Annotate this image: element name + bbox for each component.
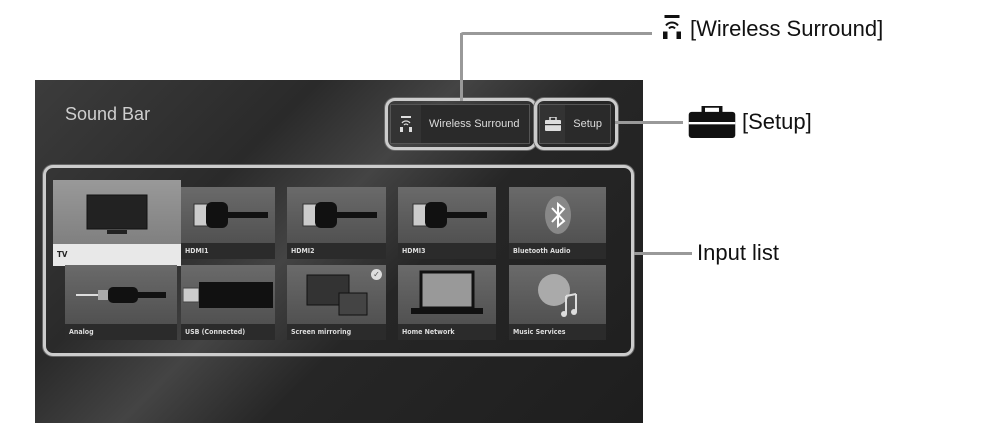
toolbox-icon [688,104,736,138]
input-tile-screen-mirroring[interactable]: Screen mirroring ✓ [287,265,386,340]
input-tile-tv[interactable]: TV [53,180,181,266]
setup-label: Setup [565,105,610,143]
wireless-callout-line [460,33,463,101]
app-title: Sound Bar [65,104,151,124]
analog-jack-icon [65,265,177,324]
tv-icon [53,180,181,250]
screen-mirroring-icon [287,265,386,324]
input-tile-music-services[interactable]: Music Services [509,265,606,340]
input-tile-analog[interactable]: Analog [65,265,177,340]
input-tile-bluetooth-audio[interactable]: Bluetooth Audio [509,187,606,259]
input-label: HDMI2 [287,243,386,259]
input-label: Screen mirroring [287,324,386,340]
wireless-surround-label: Wireless Surround [421,105,529,143]
toolbox-icon [540,105,566,143]
input-label: HDMI3 [398,243,496,259]
input-list-frame [43,165,634,356]
setup-callout-label: [Setup] [742,109,812,134]
input-label: Analog [65,324,177,340]
wireless-callout-line [460,32,652,35]
wireless-surround-icon [660,14,684,40]
input-label: HDMI1 [181,243,275,259]
input-label: Home Network [398,324,496,340]
input-tile-hdmi1[interactable]: HDMI1 [181,187,275,259]
input-tile-hdmi2[interactable]: HDMI2 [287,187,386,259]
setup-callout-line [615,121,683,124]
wireless-surround-icon [391,105,421,143]
input-list-callout-label: Input list [697,240,779,265]
hdmi-cable-icon [398,187,496,243]
laptop-icon [398,265,496,324]
usb-icon [181,265,275,324]
wireless-surround-button[interactable]: Wireless Surround [390,104,530,144]
hdmi-cable-icon [181,187,275,243]
input-label: Bluetooth Audio [509,243,606,259]
hdmi-cable-icon [287,187,386,243]
setup-highlight-frame [534,98,618,150]
input-tile-usb-connected[interactable]: USB (Connected) [181,265,275,340]
bluetooth-icon [509,187,606,243]
input-list-callout-line [634,252,692,255]
input-tile-home-network[interactable]: Home Network [398,265,496,340]
input-label: USB (Connected) [181,324,275,340]
wireless-callout-label: [Wireless Surround] [690,16,884,41]
input-label: Music Services [509,324,606,340]
input-tile-hdmi3[interactable]: HDMI3 [398,187,496,259]
input-label: TV [53,244,181,266]
globe-music-icon [509,265,606,324]
check-icon: ✓ [371,269,382,280]
setup-button[interactable]: Setup [539,104,611,144]
